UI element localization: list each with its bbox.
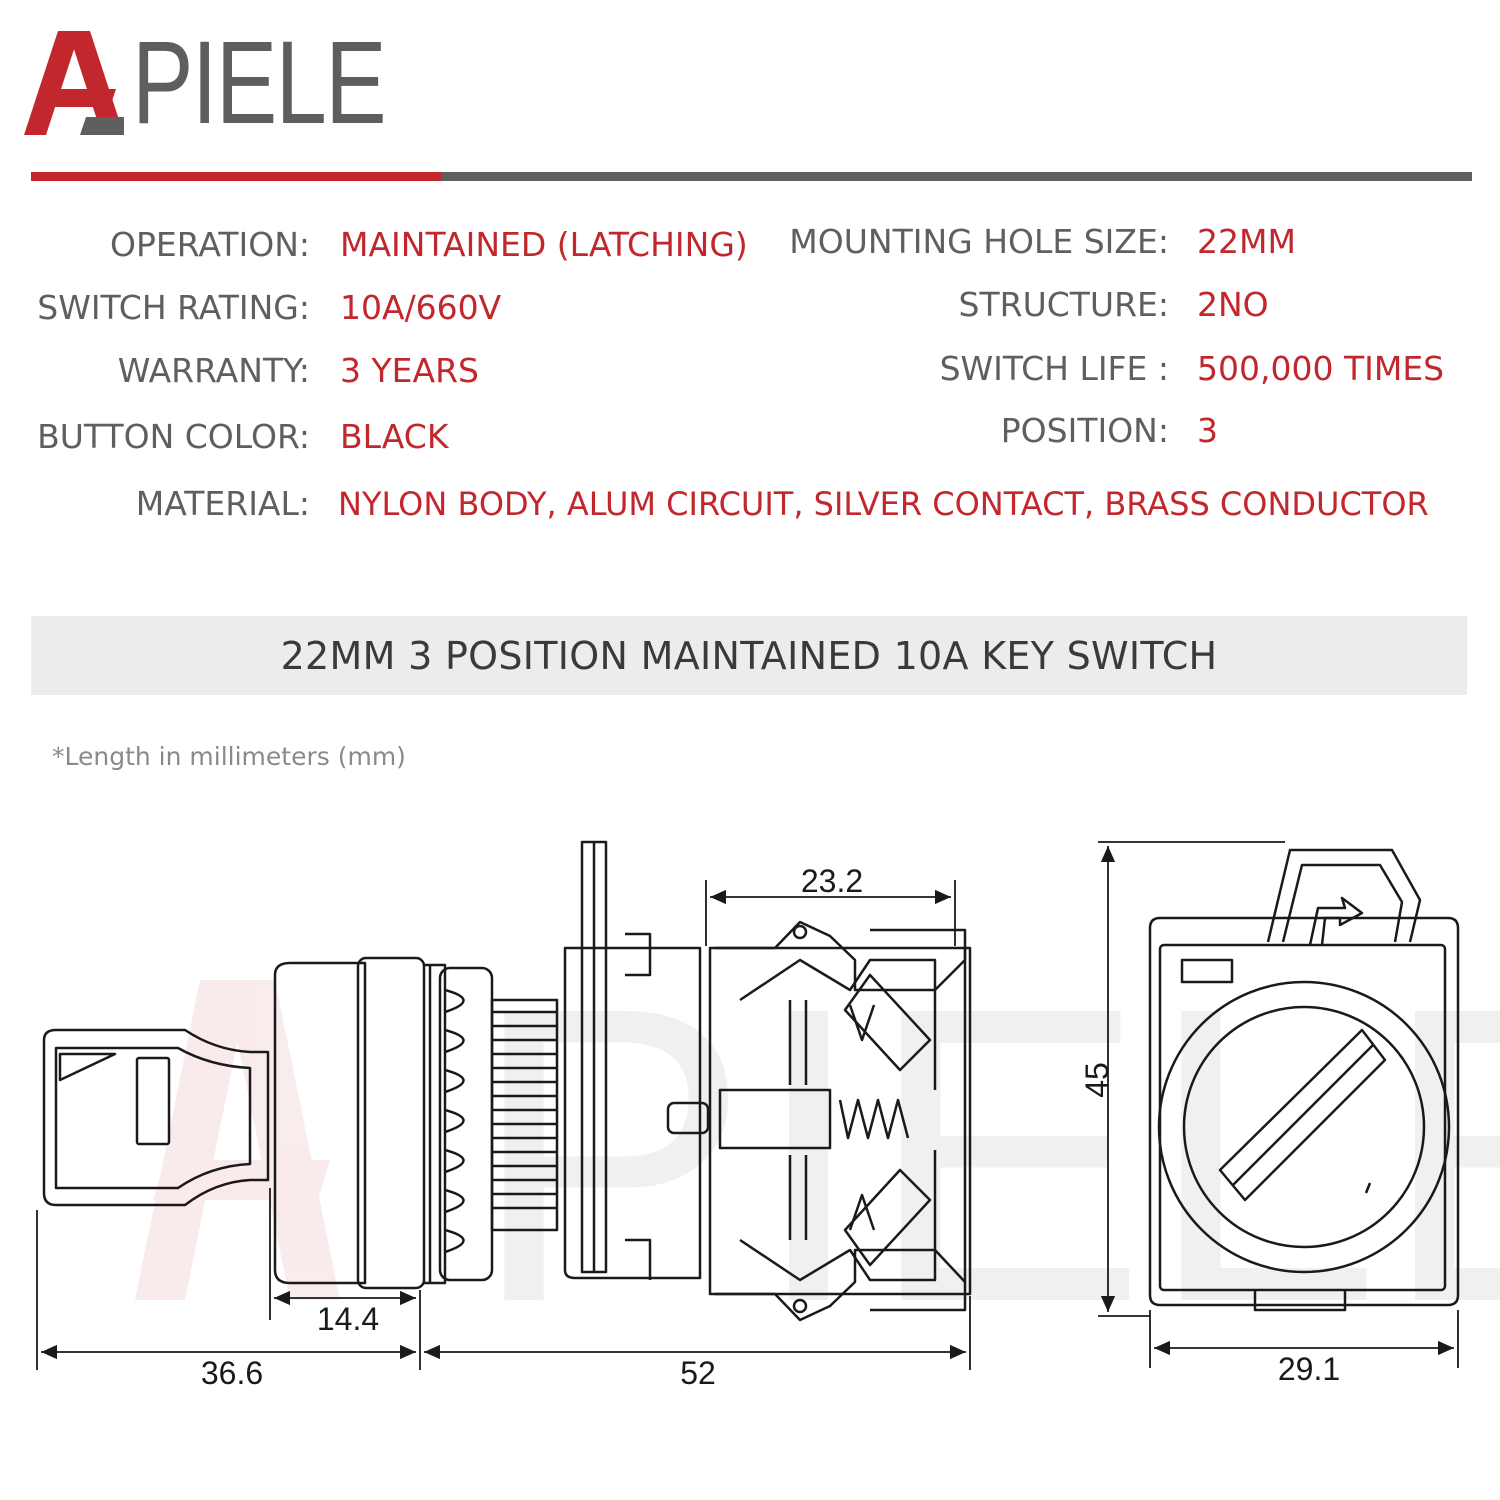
spec-value-material: NYLON BODY, ALUM CIRCUIT, SILVER CONTACT…	[338, 485, 1429, 523]
key-outline	[42, 1028, 270, 1207]
brand-name: PIELE	[132, 17, 387, 149]
header-rule-red	[31, 172, 441, 181]
spec-value-warranty: 3 YEARS	[340, 351, 479, 390]
spec-label-position: POSITION:	[1000, 411, 1169, 450]
spec-label-structure: STRUCTURE:	[958, 285, 1169, 324]
watermark-text: PIELE	[470, 921, 1500, 1390]
spec-value-operation: MAINTAINED (LATCHING)	[340, 225, 748, 264]
dim-label-width: 29.1	[1278, 1351, 1340, 1387]
logo-mark-icon	[24, 31, 124, 135]
dim-label-key-total: 36.6	[201, 1355, 263, 1391]
threaded-sleeve	[490, 998, 559, 1232]
banner-title: 22MM 3 POSITION MAINTAINED 10A KEY SWITC…	[280, 633, 1218, 678]
header-rule-grey	[441, 172, 1472, 181]
spec-value-switch-life: 500,000 TIMES	[1197, 349, 1445, 388]
spec-label-button-color: BUTTON COLOR:	[37, 417, 310, 456]
spec-label-operation: OPERATION:	[110, 225, 310, 264]
spec-label-warranty: WARRANTY:	[117, 351, 310, 390]
spec-value-switch-rating: 10A/660V	[340, 288, 502, 327]
spec-label-mounting-hole-size: MOUNTING HOLE SIZE:	[789, 222, 1169, 261]
spec-label-switch-life: SWITCH LIFE :	[939, 349, 1169, 388]
contact-block	[708, 920, 972, 1322]
brand-logo: PIELE	[24, 24, 457, 142]
title-banner: 22MM 3 POSITION MAINTAINED 10A KEY SWITC…	[31, 616, 1467, 695]
mounting-bracket	[563, 840, 710, 1280]
dim-label-height: 45	[1079, 1062, 1115, 1098]
unit-note: *Length in millimeters (mm)	[52, 742, 406, 771]
dimension-drawing: PIELE	[36, 840, 1500, 1391]
spec-value-mounting-hole-size: 22MM	[1197, 222, 1296, 261]
side-view	[1148, 848, 1460, 1312]
dim-label-body-length: 52	[680, 1355, 716, 1391]
spec-label-switch-rating: SWITCH RATING:	[37, 288, 310, 327]
spec-value-position: 3	[1197, 411, 1218, 450]
lock-cylinder-head	[273, 956, 447, 1290]
watermark-logo: PIELE	[135, 921, 1500, 1390]
spec-value-structure: 2NO	[1197, 285, 1269, 324]
dim-label-key-head: 14.4	[317, 1301, 379, 1337]
dimension-lines	[36, 841, 1459, 1370]
dim-label-contact-block: 23.2	[801, 863, 863, 899]
spec-value-button-color: BLACK	[340, 417, 449, 456]
spec-label-material: MATERIAL:	[135, 484, 310, 523]
